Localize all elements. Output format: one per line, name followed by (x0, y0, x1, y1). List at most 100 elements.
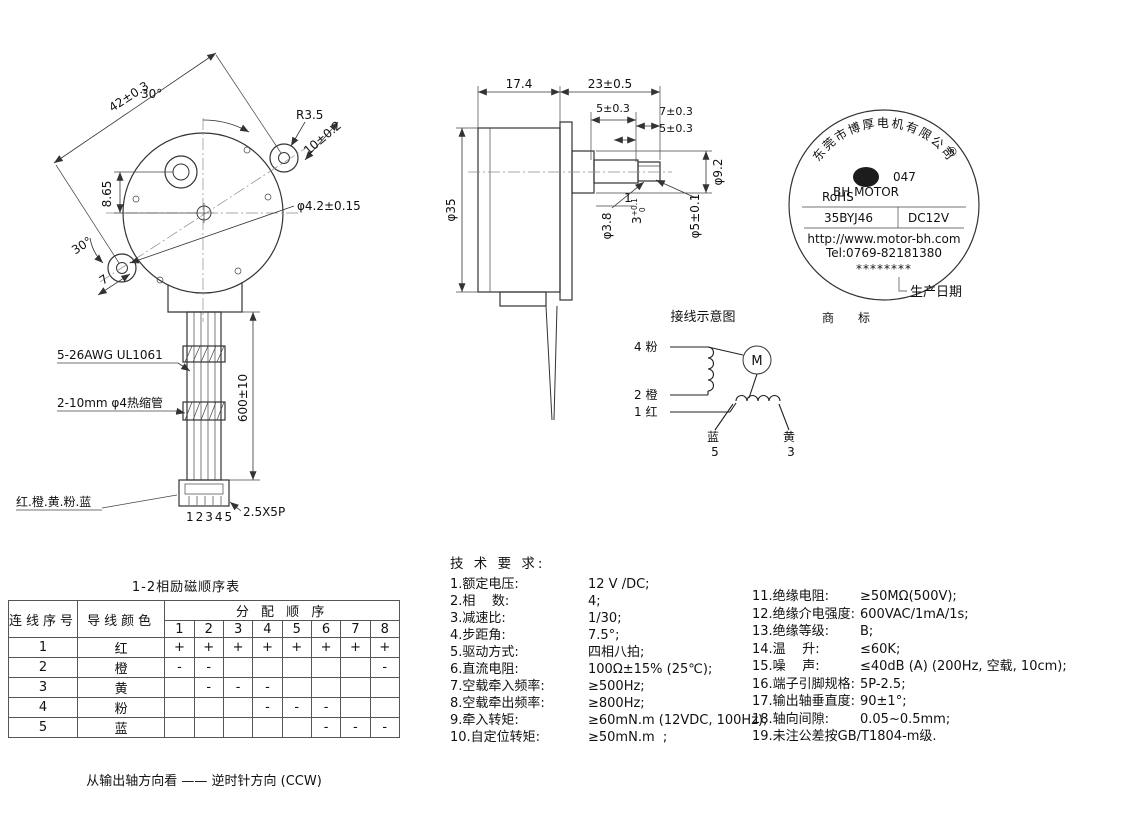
sequence-cell (281, 717, 312, 738)
wire-color-cell: 蓝 (77, 717, 166, 738)
sequence-cell: + (281, 637, 312, 658)
dim-3-nominal: 3 (630, 216, 644, 224)
spec-item: 4.步距角:7.5°; (450, 627, 767, 644)
logo-text: BH MOTOR (833, 185, 899, 199)
sequence-cell: + (164, 637, 195, 658)
production-date-label: 生产日期 (910, 285, 962, 300)
sequence-cell (164, 677, 195, 698)
registered-mark: ® (946, 145, 958, 159)
spec-value: B; (860, 624, 874, 639)
company-name-arc: 东莞市博厚电机有限公司 (810, 116, 958, 164)
sequence-cell: - (193, 677, 224, 698)
spec-label: 1.额定电压: (450, 577, 519, 592)
spec-item: 7.空载牵入频率:≥500Hz; (450, 678, 767, 695)
spec-label: 14.温 升: (752, 641, 820, 657)
wire-color-cell: 粉 (77, 697, 166, 718)
sequence-cell: - (252, 677, 283, 698)
wire-number-cell: 5 (7, 717, 79, 738)
rohs-mark: RoHS (822, 190, 854, 204)
spec-value: 5P-2.5; (860, 676, 906, 692)
terminal-5-number: 5 (711, 445, 719, 459)
sequence-cell (164, 697, 195, 718)
spec-value: ≤40dB (A) (200Hz, 空载, 10cm); (860, 659, 1067, 674)
sequence-cell: - (164, 657, 195, 678)
header-wire-color: 导线颜色 (77, 600, 166, 638)
sequence-cell (164, 717, 195, 738)
dim-r3-5: R3.5 (296, 108, 323, 122)
sequence-cell: + (252, 637, 283, 658)
sequence-cell (369, 677, 401, 698)
wire-spec-label: 5-26AWG UL1061 (57, 348, 163, 362)
spec-item: 18.轴向间隙: 0.05~0.5mm; (752, 711, 1067, 729)
wire-number-cell: 1 (7, 637, 79, 658)
spec-label: 12.绝缘介电强度: (752, 606, 856, 622)
spec-item: 10.自定位转矩:≥50mN.m ; (450, 729, 767, 746)
sequence-cell: - (310, 697, 342, 718)
dim-phi3-8: φ3.8 (600, 213, 614, 240)
sequence-cell: + (340, 637, 371, 658)
sequence-cell: - (310, 717, 342, 738)
terminal-1-label: 1 红 (634, 404, 657, 419)
spec-label: 15.噪 声: (752, 659, 820, 674)
sequence-cell: - (193, 657, 224, 678)
spec-value: 600VAC/1mA/1s; (860, 606, 969, 622)
spec-value: 90±1°; (860, 694, 907, 709)
dim-23: 23±0.5 (588, 77, 632, 91)
spec-value: ≥50mN.m ; (588, 730, 668, 745)
spec-label: 18.轴向间隙: (752, 711, 830, 727)
wire-color-cell: 黄 (77, 677, 166, 698)
step-header-cell: 1 (164, 620, 195, 638)
sequence-cell (310, 657, 342, 678)
terminal-2-label: 2 橙 (634, 387, 657, 402)
spec-value: 7.5°; (588, 628, 620, 643)
spec-label: 16.端子引脚规格: (752, 676, 856, 692)
dim-600: 600±10 (236, 374, 250, 422)
spec-label: 19.未注公差按GB/T1804-m级. (752, 729, 937, 744)
wire-colors-label: 红.橙.黄.粉.蓝 (16, 494, 91, 509)
bh-motor-logo-icon (853, 167, 879, 187)
spec-value: 0.05~0.5mm; (860, 711, 951, 727)
sequence-cell: + (193, 637, 224, 658)
header-wire-number: 连线序号 (7, 600, 79, 638)
sequence-cell (222, 717, 254, 738)
spec-value: 四相八拍; (588, 645, 645, 660)
sequence-cell: + (369, 637, 401, 658)
wiring-diagram: 接线示意图 4 粉 2 橙 1 红 M 蓝 5 黄 3 (634, 309, 795, 459)
tech-specs-list-left: 1.额定电压:12 V /DC;2.相 数:4;3.减速比:1/30;4.步距角… (450, 576, 767, 746)
tech-specs-list-right: 11.绝缘电阻:≥50MΩ(500V);12.绝缘介电强度:600VAC/1mA… (752, 588, 1067, 746)
dim-hole-4-2: φ4.2±0.15 (297, 199, 361, 213)
step-header-cell: 4 (252, 620, 283, 638)
spec-value: 4; (588, 594, 601, 609)
sleeve-spec-label: 2-10mm φ4热缩管 (57, 395, 163, 410)
spec-value: 1/30; (588, 611, 622, 626)
spec-value: ≥800Hz; (588, 696, 645, 711)
spec-item: 5.驱动方式:四相八拍; (450, 644, 767, 661)
spec-value: ≥500Hz; (588, 679, 645, 694)
angle-30-left: 30° (69, 234, 94, 257)
spec-value: ≥50MΩ(500V); (860, 589, 957, 604)
dim-3-lower: 0 (638, 207, 647, 212)
coil-vertical (707, 346, 714, 392)
dim-phi5: φ5±0.1 (688, 194, 702, 239)
dim-10: 10±0.2 (301, 118, 344, 157)
dim-7-shaft: 7±0.3 (659, 105, 693, 118)
production-date-stars: ******** (856, 262, 912, 276)
sequence-cell: - (252, 697, 283, 718)
trademark-label: 商 标 (822, 310, 870, 325)
sequence-cell (369, 697, 401, 718)
pin-numbers-label: 12345 (186, 510, 234, 524)
sequence-cell (340, 677, 371, 698)
dim-3-upper: +0.1 (630, 198, 639, 216)
coil-horizontal (735, 395, 781, 402)
wiring-title: 接线示意图 (670, 309, 735, 325)
step-header-cell: 8 (369, 620, 401, 638)
terminal-3-number: 3 (787, 445, 795, 459)
sequence-cell (222, 657, 254, 678)
dim-17-4: 17.4 (506, 77, 533, 91)
